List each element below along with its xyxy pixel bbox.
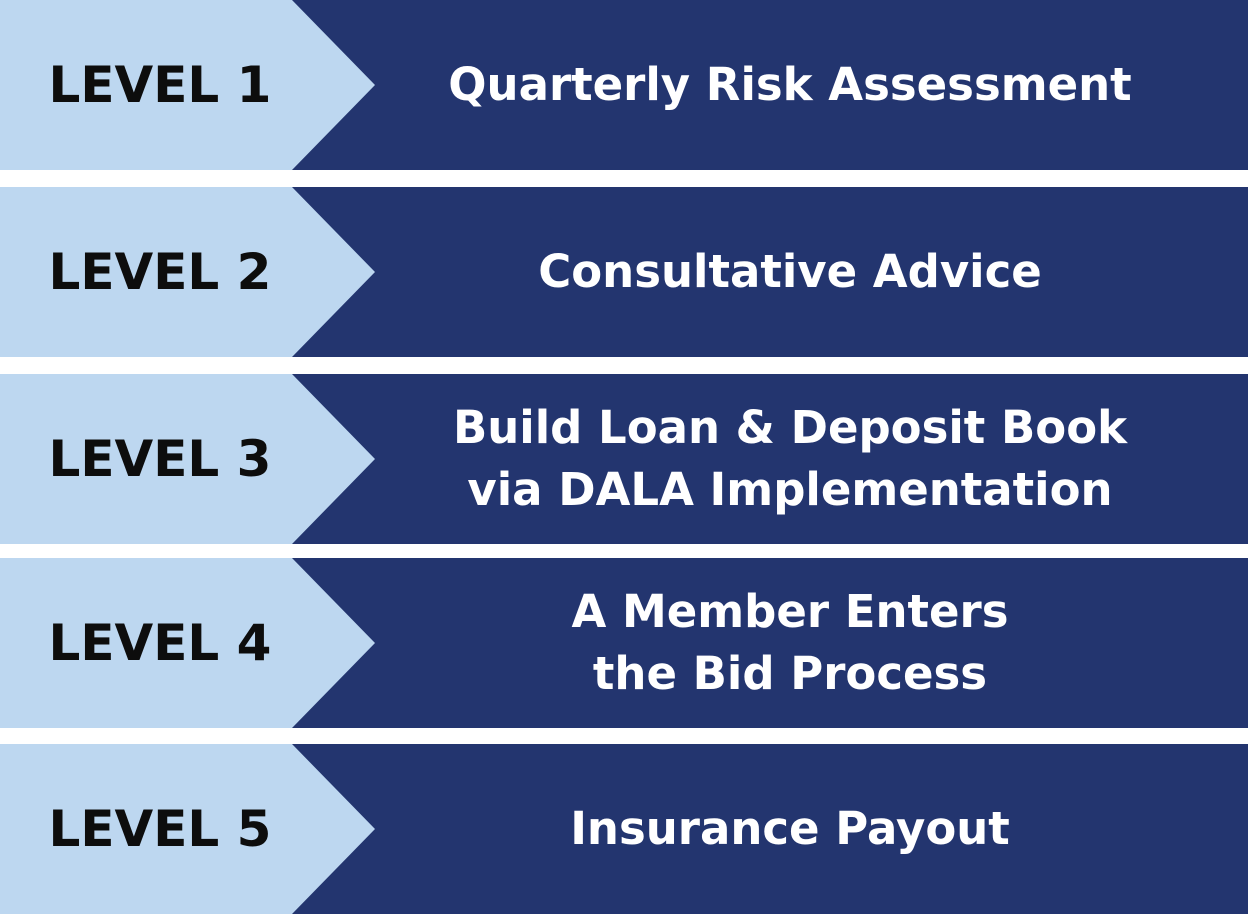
level-chevron <box>0 0 375 170</box>
level-description-line: Consultative Advice <box>538 245 1042 298</box>
level-description-line: the Bid Process <box>592 647 988 700</box>
level-label: LEVEL 3 <box>48 430 272 488</box>
level-description-line: Build Loan & Deposit Book <box>452 401 1128 454</box>
level-row-shape <box>0 0 1248 170</box>
level-description-line: A Member Enters <box>571 585 1009 638</box>
level-description: Insurance Payout <box>340 744 1240 914</box>
level-label: LEVEL 4 <box>48 614 272 672</box>
level-label: LEVEL 2 <box>48 243 272 301</box>
level-row-shape <box>0 187 1248 357</box>
level-row-shape <box>0 558 1248 728</box>
level-row-5: LEVEL 5 Insurance Payout <box>0 744 1248 914</box>
level-label: LEVEL 1 <box>48 56 272 114</box>
level-chevron <box>0 187 375 357</box>
level-description: Consultative Advice <box>340 187 1240 357</box>
level-description-line: via DALA Implementation <box>467 463 1113 516</box>
level-description-line: Insurance Payout <box>570 802 1010 855</box>
level-chevron <box>0 374 375 544</box>
level-row-1: LEVEL 1 Quarterly Risk Assessment <box>0 0 1248 170</box>
level-row-2: LEVEL 2 Consultative Advice <box>0 187 1248 357</box>
level-row-3: LEVEL 3 Build Loan & Deposit Book via DA… <box>0 374 1248 544</box>
level-description: A Member Enters the Bid Process <box>340 558 1240 728</box>
level-row-shape <box>0 374 1248 544</box>
level-row-4: LEVEL 4 A Member Enters the Bid Process <box>0 558 1248 728</box>
level-chevron <box>0 558 375 728</box>
level-description-line: Quarterly Risk Assessment <box>448 58 1132 111</box>
level-chevron <box>0 744 375 914</box>
level-row-shape <box>0 744 1248 914</box>
level-description: Quarterly Risk Assessment <box>340 0 1240 170</box>
level-description: Build Loan & Deposit Book via DALA Imple… <box>340 374 1240 544</box>
level-label: LEVEL 5 <box>48 800 272 858</box>
